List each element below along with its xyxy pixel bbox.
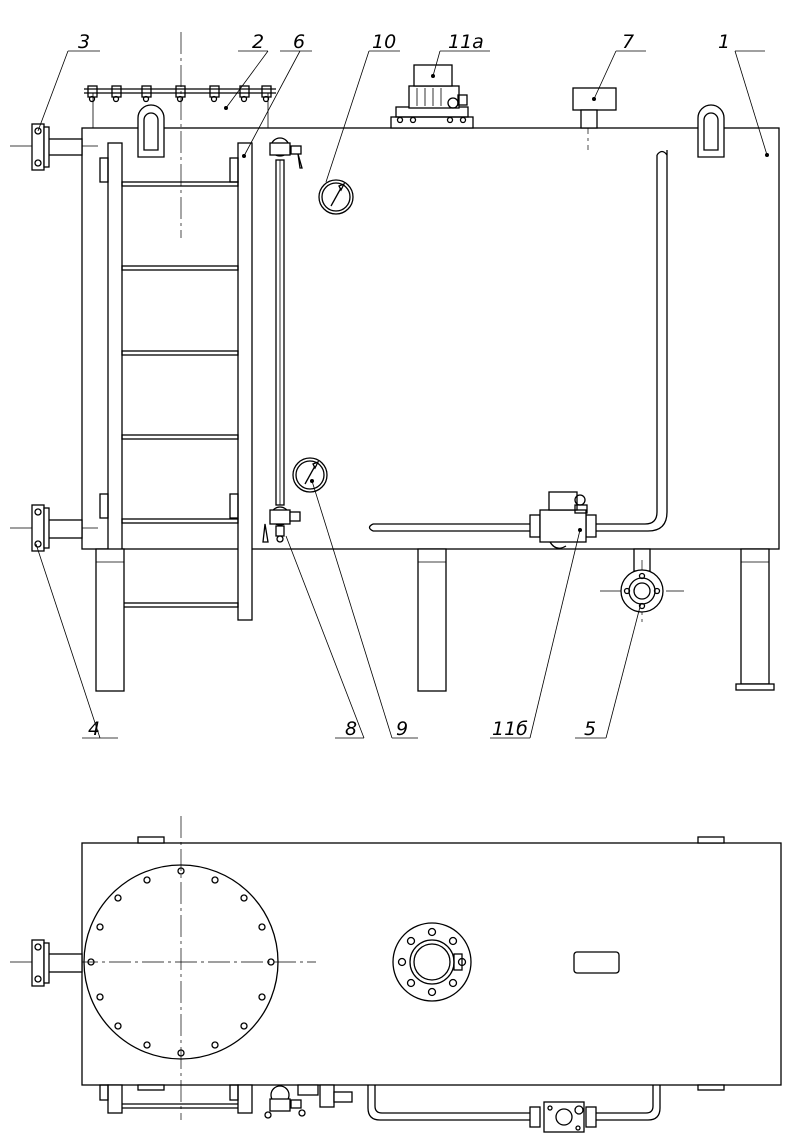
- callout-9: 9: [396, 718, 408, 740]
- lifting-lug-right: [697, 104, 725, 158]
- sight-glass: [392, 922, 472, 1002]
- pressure-gauge-lower: [292, 457, 328, 493]
- front-view: 1 2 3 6 10 11а 7 4: [10, 31, 780, 740]
- drain-flange: [600, 548, 684, 625]
- callout-7: 7: [622, 31, 634, 53]
- tank-top-outline: [81, 842, 782, 1086]
- callouts: 1 2 3 6 10 11а 7 4: [35, 31, 769, 740]
- callout-3: 3: [78, 31, 90, 53]
- air-vent: [572, 87, 617, 129]
- callout-10: 10: [372, 31, 396, 53]
- callout-6: 6: [293, 31, 305, 53]
- lug-bottom-left: [137, 1084, 165, 1091]
- callout-4: 4: [88, 718, 100, 740]
- flange-top-view: [31, 939, 83, 987]
- pressure-gauge-upper: [318, 179, 354, 215]
- callout-5: 5: [584, 718, 596, 740]
- manhole-cover: [83, 864, 279, 1060]
- callout-1: 1: [718, 31, 730, 53]
- internal-pipeline: [368, 150, 668, 549]
- lug-top-right: [697, 836, 725, 844]
- level-gauge: [262, 137, 303, 543]
- pipeline-top-view: [367, 1085, 661, 1133]
- callout-11b: 11б: [492, 718, 528, 740]
- ladder-top-view: [99, 1084, 253, 1114]
- lifting-lug-left: [137, 104, 165, 158]
- ladder: [99, 142, 253, 621]
- callout-8: 8: [345, 718, 357, 740]
- vent-top-view: [573, 951, 620, 974]
- lug-bottom-right: [697, 1084, 725, 1091]
- flange-outlet-lower: [10, 504, 100, 552]
- flange-inlet-upper: [10, 123, 100, 171]
- callout-2: 2: [252, 31, 264, 53]
- top-view: [10, 816, 782, 1133]
- support-legs: [95, 548, 775, 692]
- tank-body: [81, 127, 780, 550]
- cable-tray: [84, 85, 276, 128]
- level-gauge-top-view: [264, 1084, 353, 1119]
- callout-11a: 11а: [448, 31, 484, 53]
- lug-top-left: [137, 836, 165, 844]
